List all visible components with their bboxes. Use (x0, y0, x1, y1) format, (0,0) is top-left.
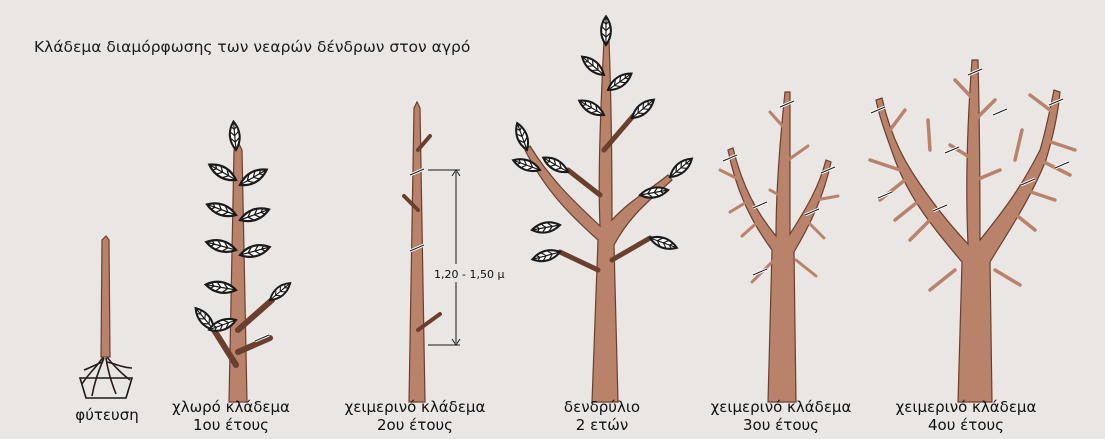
caption-stage-5: χειμερινό κλάδεμα 3ου έτους (711, 398, 852, 434)
height-measure-label: 1,20 - 1,50 μ (434, 268, 504, 281)
caption-line-1: δενδρύλιο (564, 398, 640, 416)
caption-stage-2: χλωρό κλάδεμα 1ου έτους (172, 398, 290, 434)
caption-line-1: χειμερινό κλάδεμα (345, 398, 486, 416)
tree-green-pruning-year-1 (192, 121, 293, 402)
caption-line-1: χειμερινό κλάδεμα (711, 398, 852, 416)
planting-pit (80, 378, 132, 398)
caption-stage-3: χειμερινό κλάδεμα 2ου έτους (345, 398, 486, 434)
caption-line-1: φύτευση (75, 406, 138, 424)
diagram-title: Κλάδεμα διαμόρφωσης των νεαρών δένδρων σ… (34, 38, 470, 56)
caption-stage-4: δενδρύλιο 2 ετών (564, 398, 640, 434)
tree-planting (80, 236, 132, 398)
tree-winter-pruning-year-2 (404, 102, 460, 402)
caption-line-2: 1ου έτους (172, 416, 290, 434)
tree-sapling-2-years (511, 16, 695, 402)
tree-winter-pruning-year-3 (720, 92, 838, 402)
trunk (525, 40, 672, 402)
roots (82, 356, 132, 396)
cut-mark (993, 109, 1007, 115)
caption-line-2: 2 ετών (564, 416, 640, 434)
trunk (728, 92, 831, 402)
trunk (101, 236, 110, 357)
caption-stage-1: φύτευση (75, 406, 138, 424)
caption-line-2: 3ου έτους (711, 416, 852, 434)
caption-stage-6: χειμερινό κλάδεμα 4ου έτους (896, 398, 1037, 434)
tree-winter-pruning-year-4 (870, 60, 1075, 402)
caption-line-2: 4ου έτους (896, 416, 1037, 434)
caption-line-1: χλωρό κλάδεμα (172, 398, 290, 416)
caption-line-1: χειμερινό κλάδεμα (896, 398, 1037, 416)
caption-line-2: 2ου έτους (345, 416, 486, 434)
cut-mark (1055, 162, 1069, 168)
